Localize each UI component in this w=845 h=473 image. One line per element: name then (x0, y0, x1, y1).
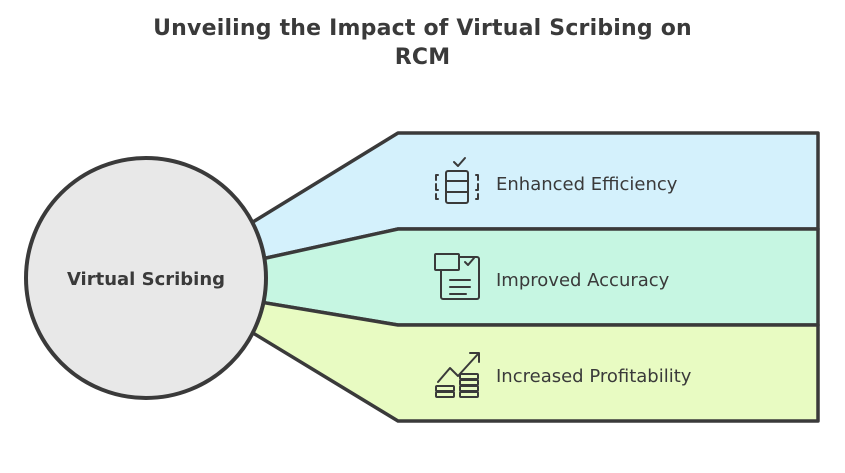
hub-label: Virtual Scribing (67, 269, 225, 290)
band-label-enhanced-efficiency: Enhanced Efficiency (496, 174, 678, 195)
growth-coins-icon (435, 352, 480, 398)
diagram-title: Unveiling the Impact of Virtual Scribing… (0, 14, 845, 72)
title-line-2: RCM (394, 45, 451, 70)
band-improved-accuracy: Improved Accuracy (246, 227, 820, 327)
hub-virtual-scribing: Virtual Scribing (24, 156, 268, 400)
hub-circle (24, 156, 268, 400)
document-check-icon (434, 253, 480, 300)
band-label-improved-accuracy: Improved Accuracy (496, 270, 670, 291)
server-check-icon (435, 157, 479, 204)
band-increased-profitability: Increased Profitability (246, 298, 820, 423)
band-label-increased-profitability: Increased Profitability (496, 366, 692, 387)
title-line-1: Unveiling the Impact of Virtual Scribing… (153, 16, 692, 41)
